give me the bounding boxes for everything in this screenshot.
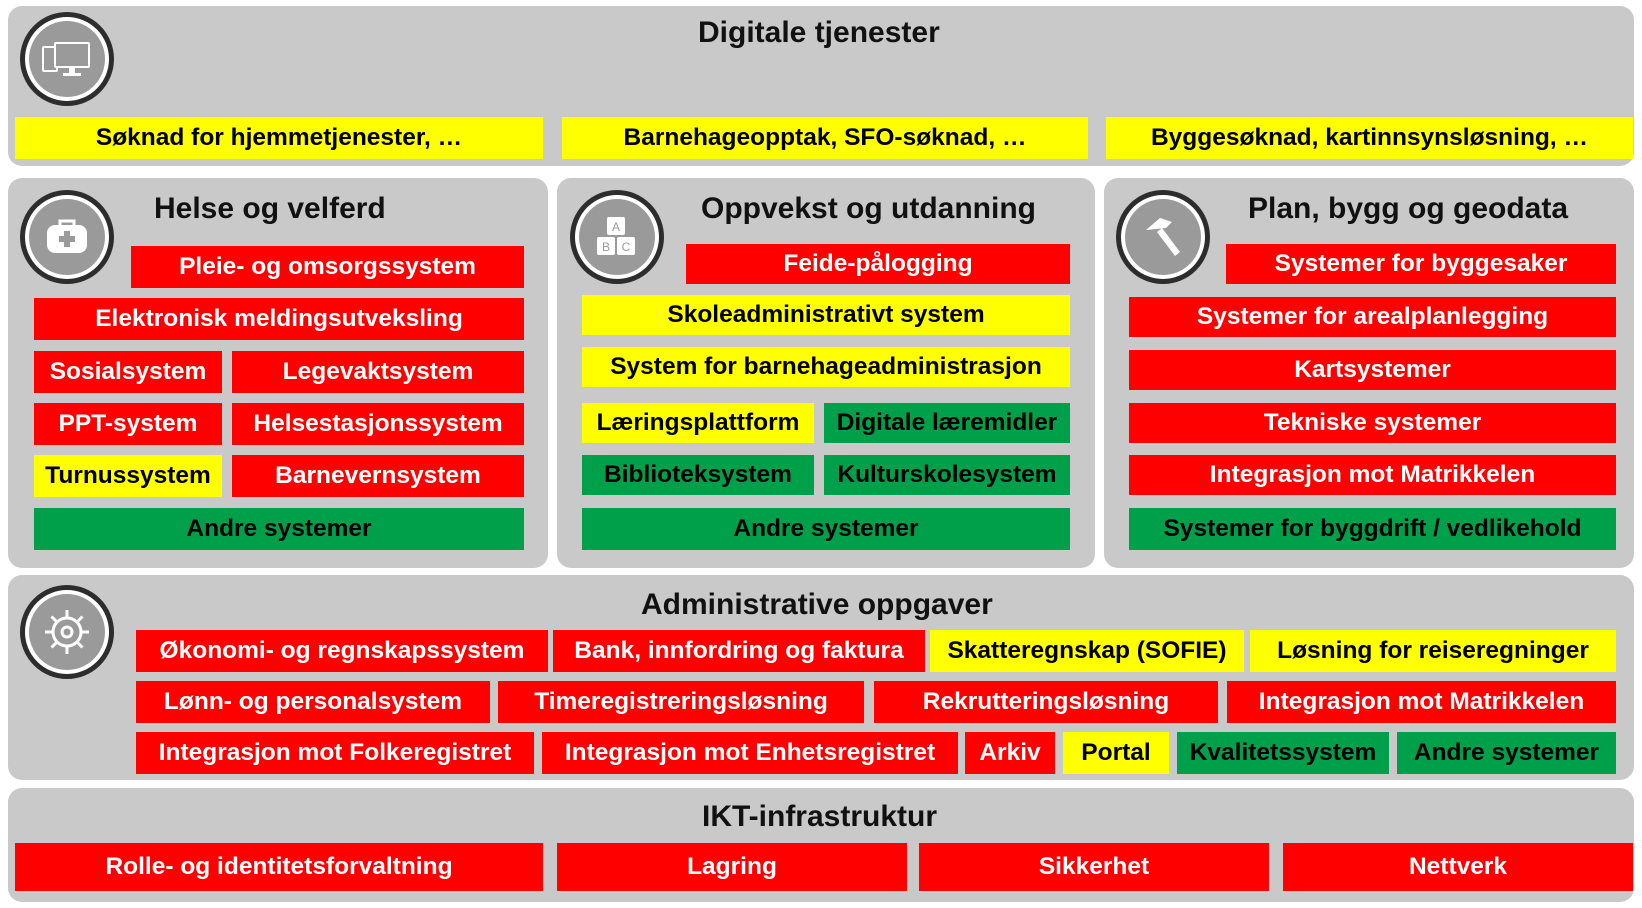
admin-item-time: Timeregistreringsløsning xyxy=(498,681,864,723)
health-item-pleie: Pleie- og omsorgssystem xyxy=(131,246,524,288)
infra-item-network: Nettverk xyxy=(1283,843,1633,891)
education-item-digital-learning: Digitale læremidler xyxy=(824,403,1070,443)
planning-title: Plan, bygg og geodata xyxy=(1248,192,1569,225)
infrastructure-title: IKT-infrastruktur xyxy=(702,800,938,833)
digital-services-title: Digitale tjenester xyxy=(698,16,940,49)
admin-item-matrikkelen: Integrasjon mot Matrikkelen xyxy=(1227,681,1616,723)
health-item-shift: Turnussystem xyxy=(34,455,222,497)
digital-service-kindergarten: Barnehageopptak, SFO-søknad, … xyxy=(562,117,1088,159)
admin-item-enhetsregistret: Integrasjon mot Enhetsregistret xyxy=(542,732,958,774)
education-title: Oppvekst og utdanning xyxy=(701,192,1036,225)
medical-kit-icon xyxy=(20,190,114,284)
digital-service-home-care: Søknad for hjemmetjenester, … xyxy=(15,117,543,159)
health-item-social: Sosialsystem xyxy=(34,351,222,393)
devices-icon xyxy=(20,12,114,106)
svg-text:B: B xyxy=(602,240,610,254)
svg-text:A: A xyxy=(612,220,620,234)
health-item-child-welfare: Barnevernsystem xyxy=(232,455,524,497)
admin-item-recruitment: Rekrutteringsløsning xyxy=(874,681,1218,723)
admin-item-tax: Skatteregnskap (SOFIE) xyxy=(930,630,1244,672)
admin-item-other: Andre systemer xyxy=(1397,732,1616,774)
education-item-library: Biblioteksystem xyxy=(582,455,814,495)
admin-item-payroll: Lønn- og personalsystem xyxy=(136,681,490,723)
admin-item-bank: Bank, innfordring og faktura xyxy=(553,630,925,672)
hammer-icon xyxy=(1116,190,1210,284)
svg-text:C: C xyxy=(622,240,631,254)
infra-item-identity: Rolle- og identitetsforvaltning xyxy=(15,843,543,891)
education-item-school-admin: Skoleadministrativt system xyxy=(582,295,1070,335)
admin-item-quality: Kvalitetssystem xyxy=(1177,732,1389,774)
health-item-messaging: Elektronisk meldingsutveksling xyxy=(34,298,524,340)
health-item-health-station: Helsestasjonssystem xyxy=(232,403,524,445)
education-item-culture-school: Kulturskolesystem xyxy=(824,455,1070,495)
admin-item-folkeregistret: Integrasjon mot Folkeregistret xyxy=(136,732,534,774)
admin-item-economy: Økonomi- og regnskapssystem xyxy=(136,630,548,672)
admin-item-portal: Portal xyxy=(1063,732,1169,774)
admin-item-travel: Løsning for reiseregninger xyxy=(1250,630,1616,672)
health-item-emergency: Legevaktsystem xyxy=(232,351,524,393)
education-item-kindergarten-admin: System for barnehageadministrasjon xyxy=(582,347,1070,387)
health-item-other: Andre systemer xyxy=(34,508,524,550)
planning-item-building-maintenance: Systemer for byggdrift / vedlikehold xyxy=(1129,508,1616,550)
abc-blocks-icon: A B C xyxy=(570,190,664,284)
planning-item-maps: Kartsystemer xyxy=(1129,350,1616,390)
planning-item-area-planning: Systemer for arealplanlegging xyxy=(1129,297,1616,337)
planning-item-technical: Tekniske systemer xyxy=(1129,403,1616,443)
education-item-feide: Feide-pålogging xyxy=(686,244,1070,284)
gear-icon xyxy=(20,585,114,679)
infra-item-security: Sikkerhet xyxy=(919,843,1269,891)
infra-item-storage: Lagring xyxy=(557,843,907,891)
digital-service-building: Byggesøknad, kartinnsynsløsning, … xyxy=(1106,117,1633,159)
admin-item-archive: Arkiv xyxy=(965,732,1055,774)
health-title: Helse og velferd xyxy=(154,192,386,225)
health-item-ppt: PPT-system xyxy=(34,403,222,445)
education-item-other: Andre systemer xyxy=(582,508,1070,550)
planning-item-matrikkelen: Integrasjon mot Matrikkelen xyxy=(1129,455,1616,495)
planning-item-building-cases: Systemer for byggesaker xyxy=(1226,244,1616,284)
education-item-learning-platform: Læringsplattform xyxy=(582,403,814,443)
admin-title: Administrative oppgaver xyxy=(641,588,993,621)
